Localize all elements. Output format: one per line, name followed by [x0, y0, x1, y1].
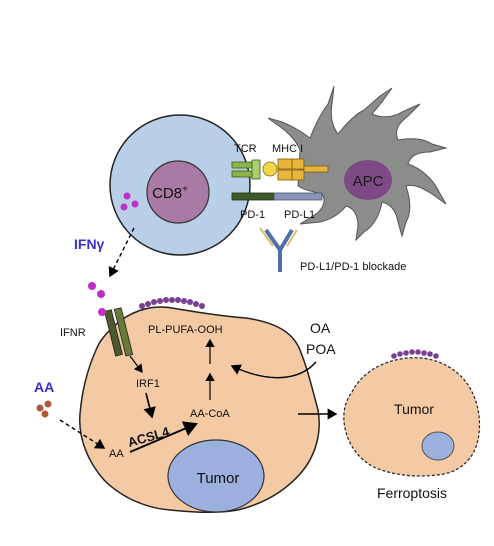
tumor-cell: IFNR PL-PUFA-OOH IRF1 ACSL4 AA AA-CoA Tu…	[60, 297, 320, 514]
ferroptosis-label: Ferroptosis	[377, 485, 447, 501]
oa-label: OA	[310, 320, 331, 336]
ifnr-to-irf1-arrow	[129, 355, 143, 373]
ifng-dot	[123, 192, 131, 200]
tcr-segment	[231, 161, 253, 169]
tcr-segment	[231, 170, 253, 178]
ifnr-label: IFNR	[60, 327, 86, 339]
mhc-segment	[277, 158, 293, 170]
cd8-label: CD8+	[152, 184, 188, 202]
poa-label: POA	[306, 341, 336, 357]
aa-outer-label: AA	[34, 379, 54, 395]
aa-dot	[44, 400, 52, 408]
mhc-segment	[291, 169, 305, 181]
mhc-segment	[291, 158, 305, 170]
pdl1-bar	[273, 192, 323, 201]
antigen-peptide	[262, 161, 278, 177]
apc-cell: APC	[267, 85, 448, 242]
aa-dot	[41, 410, 49, 418]
antibody-icon	[259, 227, 298, 272]
ferroptotic-tumor-label: Tumor	[394, 401, 434, 417]
aa-dot	[36, 404, 44, 412]
mhc-stalk	[303, 165, 329, 173]
tcr-label: TCR	[234, 143, 257, 155]
ifng-dot	[120, 203, 128, 211]
pd1-label: PD-1	[240, 209, 265, 221]
ifng-dot	[88, 282, 96, 290]
lipid-peroxide-beads	[139, 297, 205, 309]
pd1-pdl1-pair: PD-1 PD-L1	[231, 192, 323, 221]
tcr-segment	[251, 159, 261, 180]
ifng-arrow	[108, 227, 135, 278]
irf1-label: IRF1	[136, 378, 160, 390]
lipid-peroxide-beads	[391, 349, 439, 359]
mhc-label: MHC I	[272, 143, 303, 155]
pdl1-label: PD-L1	[284, 209, 315, 221]
oa-poa-arrow	[230, 361, 317, 379]
tumor-label: Tumor	[197, 470, 240, 487]
cd8-t-cell: CD8+	[109, 114, 251, 256]
apc-label: APC	[353, 173, 384, 190]
aa-coa-label: AA-CoA	[190, 408, 230, 420]
ifng-dot	[98, 308, 106, 316]
aa-to-aacoa-arrow	[129, 421, 198, 453]
pd1-bar	[231, 192, 275, 201]
mhc-molecule: MHC I	[262, 143, 329, 181]
pl-pufa-ooh-label: PL-PUFA-OOH	[148, 324, 223, 336]
tcr-receptor: TCR	[231, 143, 261, 180]
ferroptotic-tumor-cell: Tumor	[343, 349, 481, 477]
irf1-to-acsl4-arrow	[143, 392, 156, 419]
mhc-segment	[277, 169, 293, 181]
blockade-label: PD-L1/PD-1 blockade	[300, 261, 406, 273]
ifnr-receptor	[104, 307, 134, 357]
apc-nucleus	[344, 160, 392, 200]
ifng-dot	[131, 200, 139, 208]
aa-uptake-arrow	[59, 419, 106, 449]
tumor-nucleus	[167, 439, 265, 513]
ferroptotic-nucleus	[421, 431, 455, 461]
aa-inner-label: AA	[109, 448, 124, 460]
ifng-label: IFNγ	[74, 236, 105, 252]
ifng-dot	[97, 290, 105, 298]
cd8-nucleus	[146, 160, 210, 224]
